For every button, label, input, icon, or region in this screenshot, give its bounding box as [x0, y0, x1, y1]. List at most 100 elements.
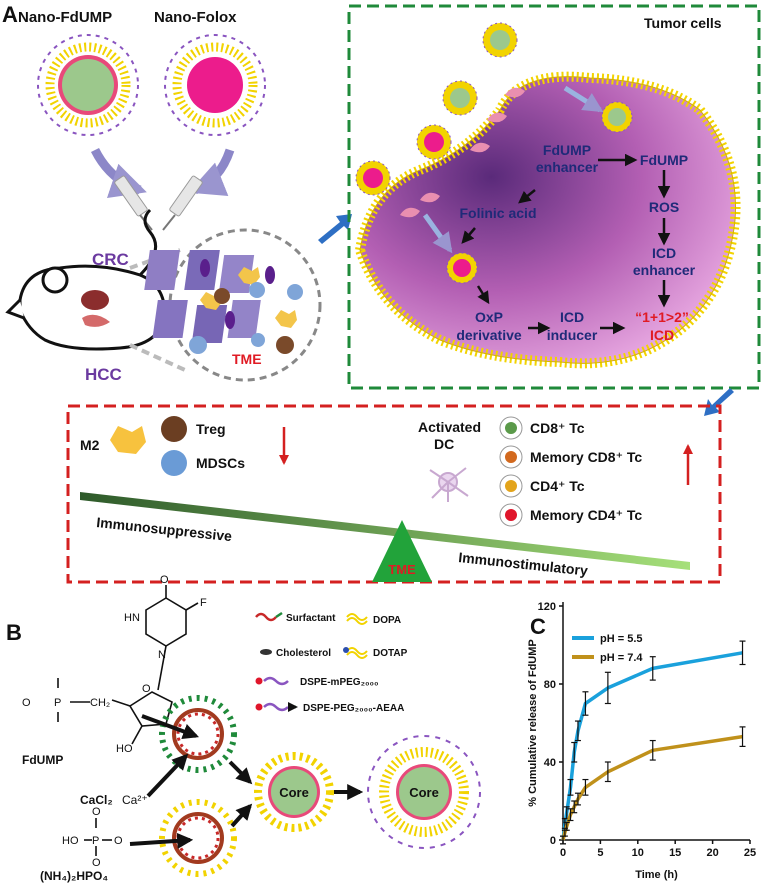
y-axis-label: % Cumulative release of FdUMP — [527, 639, 539, 807]
activated-dc-line1: Activated — [418, 419, 481, 435]
micelle-bottom — [159, 799, 237, 877]
cd4-label: CD4⁺ Tc — [530, 478, 585, 494]
balance-fulcrum — [372, 520, 432, 582]
treg-label: Treg — [196, 421, 226, 437]
final-nanoparticle — [367, 735, 481, 849]
icd-inducer-line2: inducer — [547, 327, 598, 343]
oxp-line2: derivative — [456, 327, 522, 343]
micelle-top — [159, 695, 237, 773]
legend-label-1: pH = 5.5 — [600, 633, 643, 645]
core-particle — [254, 752, 334, 832]
hcc-label: HCC — [85, 365, 122, 384]
phosphate-structure — [84, 818, 112, 856]
immunosuppressive-label: Immunosuppressive — [96, 514, 233, 544]
legend-dspe-peg-aeaa: DSPE-PEG₂₀₀₀-AEAA — [303, 703, 404, 714]
dendritic-cell-icon — [429, 467, 469, 502]
ca-ion-label: Ca²⁺ — [122, 793, 148, 807]
pathway-arrows — [461, 153, 671, 335]
fdump-structure — [57, 585, 199, 745]
y-tick-label: 120 — [538, 601, 556, 613]
synergy-line1: “1+1>2” — [635, 309, 689, 325]
mouse-icon — [5, 208, 167, 351]
nh4-hpo4-label: (NH₄)₂HPO₄ — [40, 869, 108, 883]
activated-dc-line2: DC — [434, 436, 454, 452]
x-tick-label: 20 — [706, 847, 718, 859]
syringe-icon — [114, 175, 203, 231]
synergy-line2: ICD — [650, 327, 674, 343]
fdump-label: FdUMP — [640, 152, 688, 168]
phosphate-o-right: O — [114, 835, 123, 847]
oxp-line1: OxP — [475, 309, 503, 325]
phosphate-o-bottom: O — [92, 857, 101, 869]
tme-label: TME — [232, 351, 262, 367]
mdsc-cell-icon — [161, 450, 187, 476]
phosphate-o-top: O — [92, 806, 101, 818]
memory-cd4-label: Memory CD4⁺ Tc — [530, 507, 642, 523]
tme-tissue-circle — [144, 228, 322, 382]
ros-label: ROS — [649, 199, 679, 215]
y-tick-label: 0 — [550, 835, 556, 847]
core-label-2: Core — [409, 785, 439, 800]
atom-ho: HO — [116, 743, 133, 755]
balance-beam — [80, 492, 690, 570]
nano-folox-particle — [164, 34, 266, 136]
synthesis-arrows — [129, 714, 364, 849]
zoom-line-bottom — [129, 343, 186, 372]
panel-b-letter: B — [6, 620, 22, 645]
phosphate-p: P — [92, 835, 99, 847]
receptor-icons — [400, 87, 525, 218]
fdump-enhancer-line2: enhancer — [536, 159, 599, 175]
icd-enhancer-line1: ICD — [652, 245, 676, 261]
legend-cholesterol: Cholesterol — [276, 648, 331, 659]
legend-dopa: DOPA — [373, 615, 401, 626]
legend-label-2: pH = 7.4 — [600, 652, 643, 664]
crc-label: CRC — [92, 250, 129, 269]
panel-a-letter: A — [2, 2, 18, 27]
atom-ch2: CH₂ — [90, 697, 110, 709]
atom-f: F — [200, 597, 207, 609]
x-tick-label: 5 — [597, 847, 603, 859]
arrow-fdump-inject — [90, 147, 147, 198]
tumor-cell-box — [347, 4, 761, 390]
y-tick-label: 80 — [544, 679, 556, 691]
memory-cd8-label: Memory CD8⁺ Tc — [530, 449, 642, 465]
icd-enhancer-line2: enhancer — [633, 262, 696, 278]
blue-arrow-into-cell — [318, 214, 352, 244]
component-legend — [255, 611, 368, 712]
m2-label: M2 — [80, 437, 100, 453]
folinic-acid-label: Folinic acid — [459, 205, 536, 221]
x-tick-label: 10 — [632, 847, 644, 859]
atom-o-left: O — [22, 697, 31, 709]
icd-inducer-line1: ICD — [560, 309, 584, 325]
atom-p: P — [54, 697, 61, 709]
atom-hn: HN — [124, 612, 140, 624]
arrow-folox-entry — [422, 213, 453, 254]
core-label-1: Core — [279, 785, 309, 800]
tumor-cell — [354, 71, 741, 369]
atom-o-top: O — [160, 574, 169, 586]
tme-fulcrum-label: TME — [388, 562, 416, 577]
panel-c-letter: C — [530, 614, 546, 639]
y-tick-label: 40 — [544, 757, 556, 769]
atom-o-ring: O — [142, 683, 151, 695]
blue-arrow-to-balance — [704, 388, 734, 416]
nano-folox-title: Nano-Folox — [154, 9, 237, 26]
fdump-enhancer-line1: FdUMP — [543, 142, 591, 158]
fdump-structure-label: FdUMP — [22, 753, 63, 767]
x-tick-label: 0 — [560, 847, 566, 859]
legend-surfactant: Surfactant — [286, 613, 336, 624]
x-tick-label: 25 — [744, 847, 756, 859]
legend-dspe-mpeg: DSPE-mPEG₂₀₀₀ — [300, 677, 379, 688]
nano-fdump-particle — [37, 34, 139, 136]
arrow-fdump-entry — [563, 85, 604, 113]
mdscs-label: MDSCs — [196, 455, 245, 471]
series-line-2 — [561, 734, 743, 841]
legend-dotap: DOTAP — [373, 648, 408, 659]
nanoparticles-small — [355, 22, 633, 284]
m2-cell-icon — [110, 426, 146, 454]
x-axis-label: Time (h) — [635, 869, 678, 881]
x-tick-label: 15 — [669, 847, 681, 859]
atom-n: N — [158, 649, 166, 661]
